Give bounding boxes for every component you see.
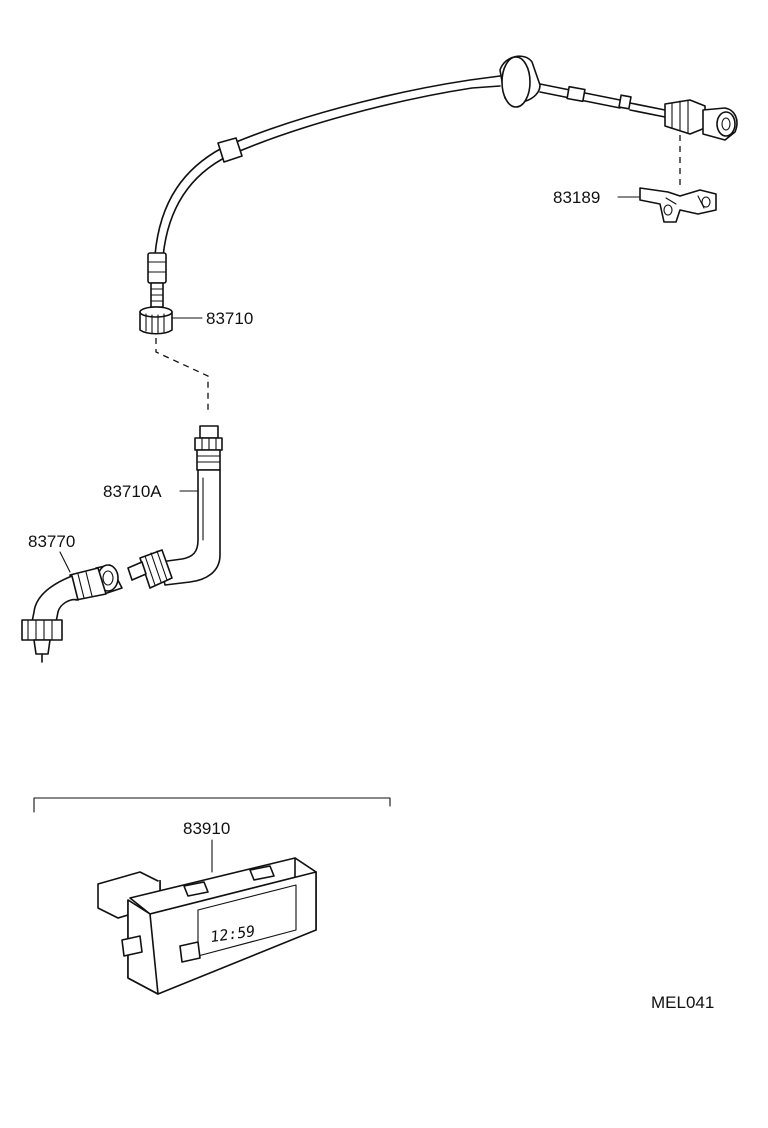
- label-83770: 83770: [28, 532, 75, 551]
- clock-bracket: [33, 797, 391, 813]
- leader-83770: [59, 551, 71, 573]
- angle-drive: [21, 564, 123, 663]
- label-83910: 83910: [183, 819, 230, 838]
- cable-clip: [639, 135, 717, 223]
- label-83189: 83189: [553, 188, 600, 207]
- dashed-connector: [155, 338, 209, 412]
- diagram-code: MEL041: [651, 993, 714, 1012]
- speedometer-cable: [147, 55, 738, 308]
- label-83710A: 83710A: [103, 482, 162, 501]
- cable-nut: [139, 306, 173, 335]
- cable-extension: [127, 425, 223, 589]
- clock-unit: [97, 857, 317, 995]
- label-83710: 83710: [206, 309, 253, 328]
